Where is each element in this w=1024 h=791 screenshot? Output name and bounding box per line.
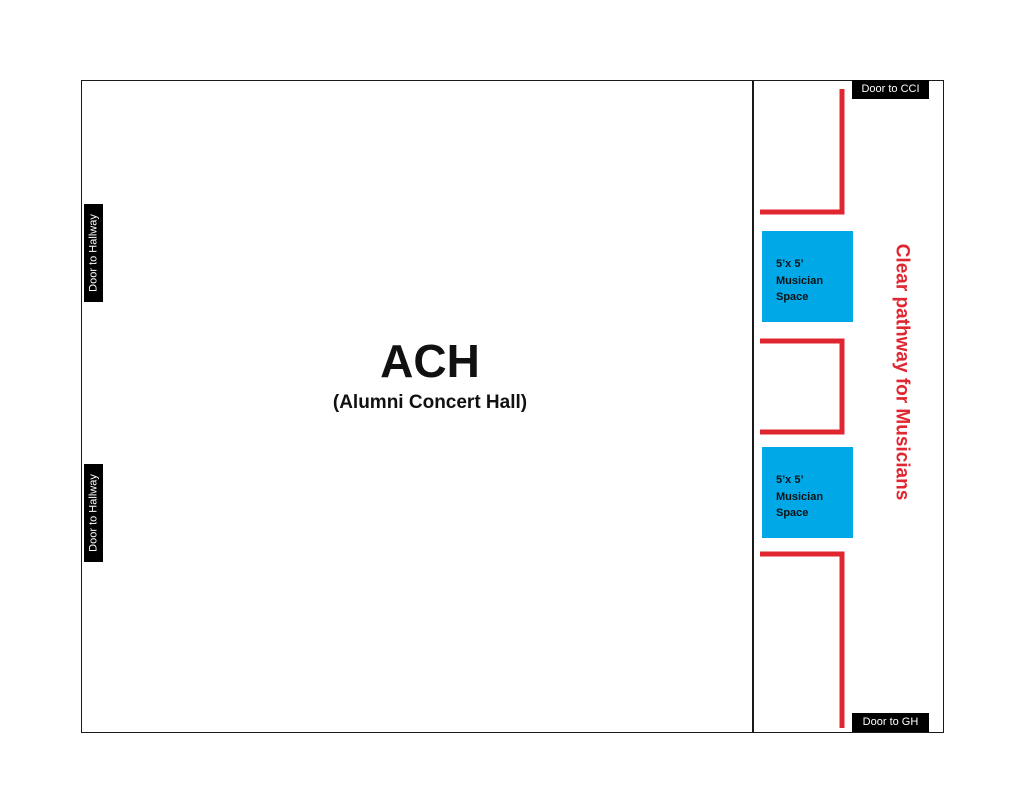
pathway-label: Clear pathway for Musicians	[891, 243, 913, 501]
musician-space-1-size: 5’x 5’	[776, 258, 804, 270]
door-hallway-bottom: Door to Hallway	[84, 464, 103, 562]
door-hallway-bottom-label: Door to Hallway	[87, 474, 99, 552]
musician-space-2-line1: Musician	[776, 490, 824, 503]
door-hallway-top-label: Door to Hallway	[87, 214, 99, 292]
door-cci-label: Door to CCI	[861, 83, 920, 95]
door-gh: Door to GH	[852, 713, 929, 732]
musician-space-2-line2: Space	[776, 507, 809, 519]
floor-plan-outline	[81, 80, 944, 733]
door-gh-label: Door to GH	[862, 716, 919, 728]
pathway-label-container: Clear pathway for Musicians	[888, 226, 916, 518]
musician-space-1-line2: Space	[776, 291, 809, 303]
musician-space-1-line1: Musician	[776, 274, 824, 287]
musician-space-2-size: 5’x 5’	[776, 474, 804, 486]
hall-title: ACH	[380, 335, 480, 387]
hall-subtitle: (Alumni Concert Hall)	[332, 392, 528, 413]
musician-space-1: 5’x 5’ Musician Space	[762, 231, 853, 322]
musician-space-2: 5’x 5’ Musician Space	[762, 447, 853, 538]
room-divider-wall	[752, 80, 754, 733]
door-hallway-top: Door to Hallway	[84, 204, 103, 302]
door-cci: Door to CCI	[852, 80, 929, 99]
